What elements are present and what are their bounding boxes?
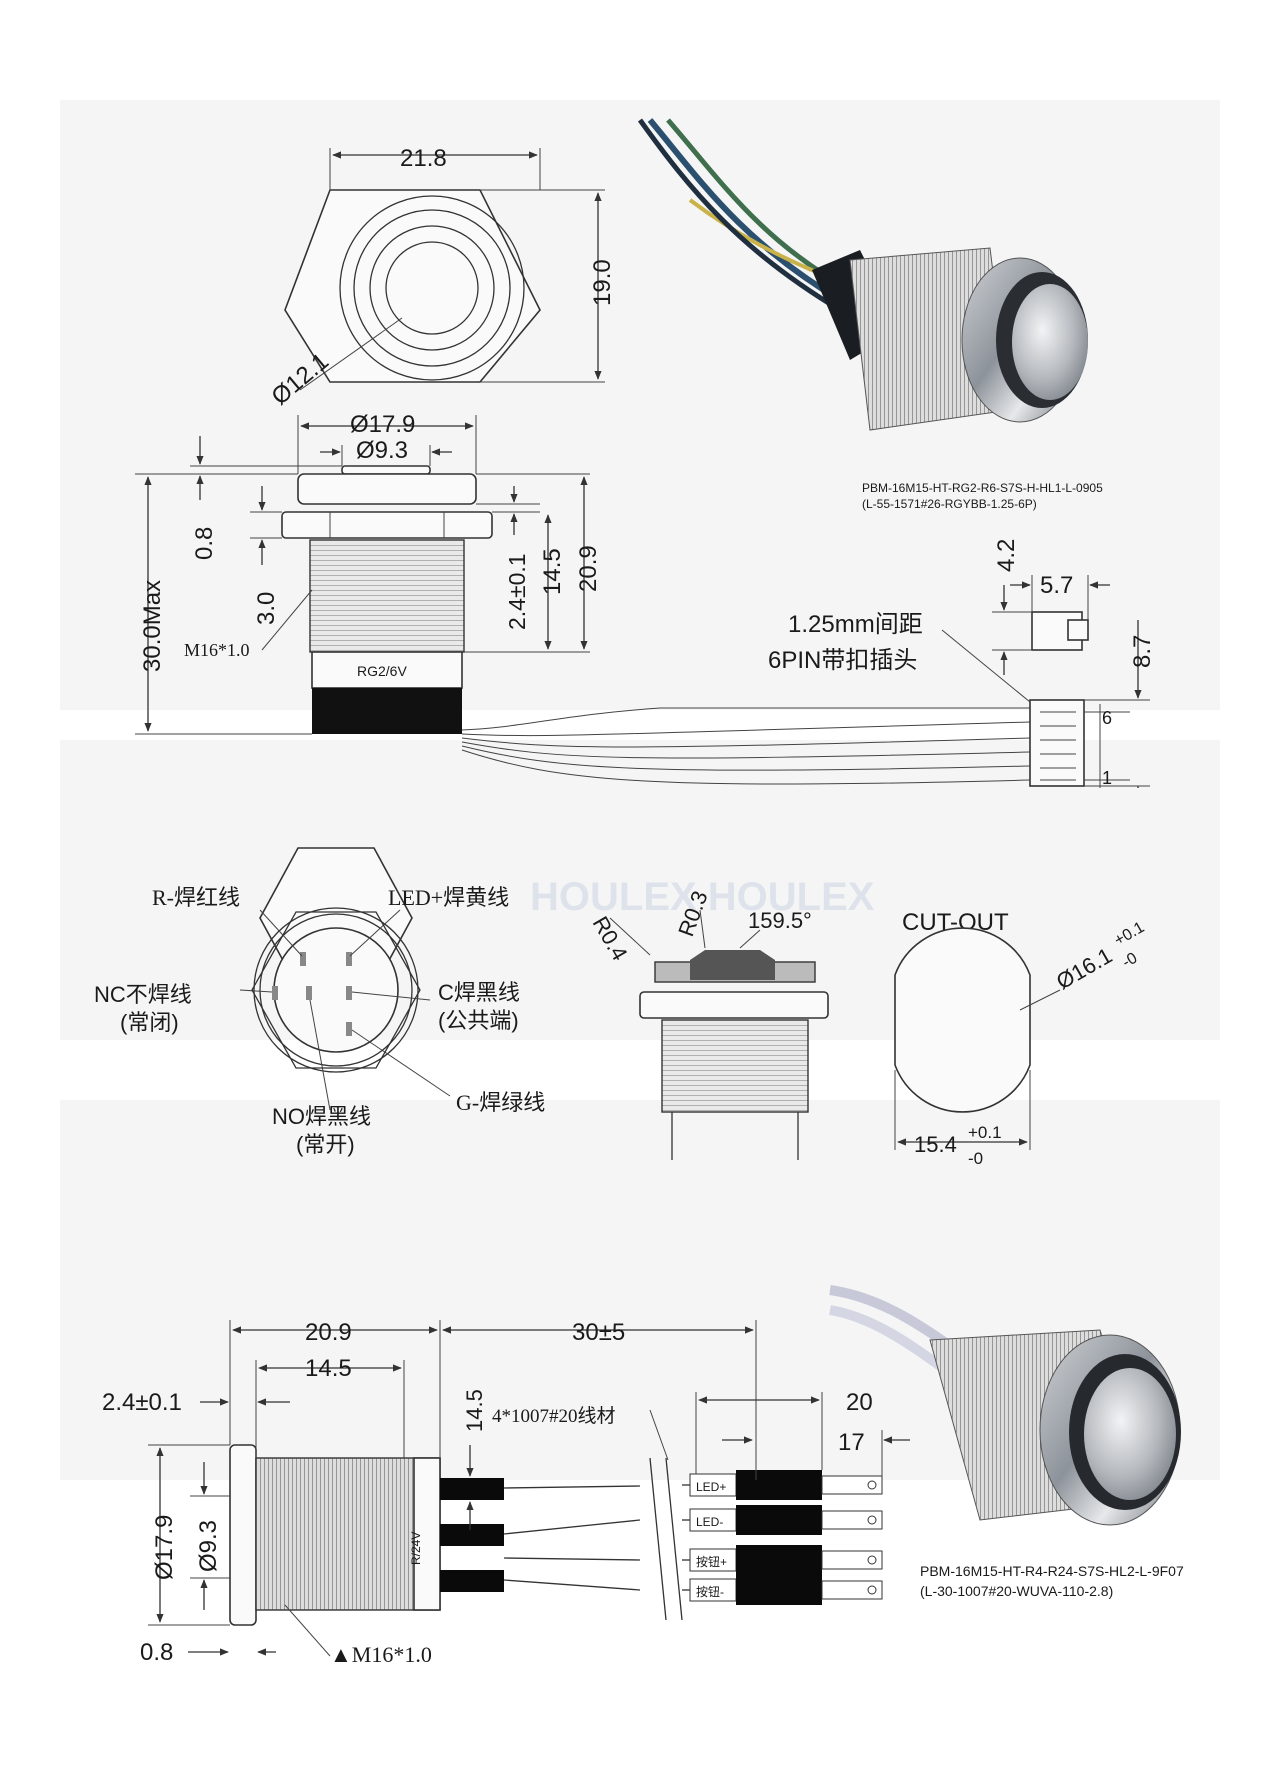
photo-caption-top-1: PBM-16M15-HT-RG2-R6-S7S-H-HL1-L-0905	[862, 481, 1103, 495]
dim-head: 2.4±0.1	[504, 553, 530, 630]
side-label: R/24V	[409, 1532, 423, 1565]
photo-caption-bottom-1: PBM-16M15-HT-R4-R24-S7S-HL2-L-9F07	[920, 1563, 1184, 1579]
pin-no-2: (常开)	[296, 1132, 355, 1157]
dim-17: 17	[838, 1429, 865, 1456]
dim-button: Ø9.3	[356, 437, 408, 464]
angle: 159.5°	[748, 908, 812, 933]
cutout-flat: 15.4	[914, 1132, 957, 1157]
photo-caption-bottom-2: (L-30-1007#20-WUVA-110-2.8)	[920, 1583, 1113, 1599]
pin-first: 1	[1102, 768, 1112, 788]
dim-20: 20	[846, 1389, 873, 1416]
back-view	[239, 847, 451, 1111]
dim-thread-len: 14.5	[539, 548, 566, 595]
section-view	[609, 909, 829, 1160]
pin-c-2: (公共端)	[438, 1008, 519, 1033]
connector-text-2: 6PIN带扣插头	[768, 647, 917, 674]
bottom-side-view: R/24V	[229, 1444, 683, 1626]
cutout-flat-tol-top: +0.1	[968, 1123, 1002, 1142]
pin-led: LED+焊黄线	[388, 885, 509, 910]
wire-label: 按钮+	[696, 1554, 727, 1569]
dim-08: 0.8	[140, 1639, 173, 1666]
dim-conn-w: 5.7	[1040, 572, 1073, 599]
dim-flange-thk: 0.8	[191, 527, 218, 560]
wire-harness	[682, 1470, 883, 1605]
dim-body: 20.9	[575, 545, 602, 592]
pin-nc-2: (常闭)	[120, 1010, 179, 1035]
wire-label: 按钮-	[696, 1584, 724, 1599]
dim-dia179: Ø17.9	[151, 1515, 178, 1580]
cutout-dia-tol-bot: -0	[1120, 950, 1141, 972]
cutout-flat-tol-bot: -0	[968, 1149, 983, 1168]
dim-conn-len: 8.7	[1129, 635, 1156, 668]
pin-nc-1: NC不焊线	[94, 982, 192, 1007]
dim-conn-h: 4.2	[993, 539, 1020, 572]
wire-label: LED+	[696, 1480, 726, 1494]
band-label: RG2/6V	[357, 663, 407, 679]
dim-thread: M16*1.0	[184, 640, 250, 660]
wire-spec: 4*1007#20线材	[492, 1405, 616, 1427]
dim-ring: Ø12.1	[267, 348, 334, 411]
cutout-dia: Ø16.1	[1052, 943, 1116, 995]
dim-bottom-head: 2.4±0.1	[102, 1389, 182, 1416]
dim-width: 21.8	[400, 145, 447, 172]
cutout-dia-tol-top: +0.1	[1112, 919, 1148, 950]
pin-g: G-焊绿线	[456, 1090, 545, 1115]
pin-r: R-焊红线	[152, 885, 240, 910]
photo-caption-top-2: (L-55-1571#26-RGYBB-1.25-6P)	[862, 497, 1037, 511]
wire-label: LED-	[696, 1515, 723, 1529]
pin-no-1: NO焊黑线	[272, 1104, 371, 1129]
cutout-shape	[894, 927, 1031, 1113]
dim-bottom-body: 20.9	[305, 1319, 352, 1346]
side-view: RG2/6V	[281, 465, 1031, 785]
product-photo-bottom	[829, 1285, 1181, 1526]
pin-c-1: C焊黑线	[438, 980, 520, 1005]
watermark: HOULEX HOULEX	[530, 875, 875, 919]
dim-height: 19.0	[589, 259, 616, 306]
r-outer: R0.4	[588, 912, 633, 965]
dim-flange: Ø17.9	[350, 411, 415, 438]
dim-dia93: Ø9.3	[195, 1520, 222, 1572]
pin-last: 6	[1102, 708, 1112, 728]
thread-note: ▲M16*1.0	[330, 1642, 432, 1667]
dim-nut: 3.0	[253, 592, 280, 625]
dim-bottom-thread: 14.5	[305, 1355, 352, 1382]
dim-total: 30.0Max	[139, 580, 166, 672]
dim-bottom-term: 14.5	[462, 1389, 487, 1432]
product-photo-top	[637, 118, 1088, 431]
dim-bottom-wire: 30±5	[572, 1319, 625, 1346]
connector-6pin	[1029, 611, 1089, 787]
connector-text-1: 1.25mm间距	[788, 611, 923, 638]
